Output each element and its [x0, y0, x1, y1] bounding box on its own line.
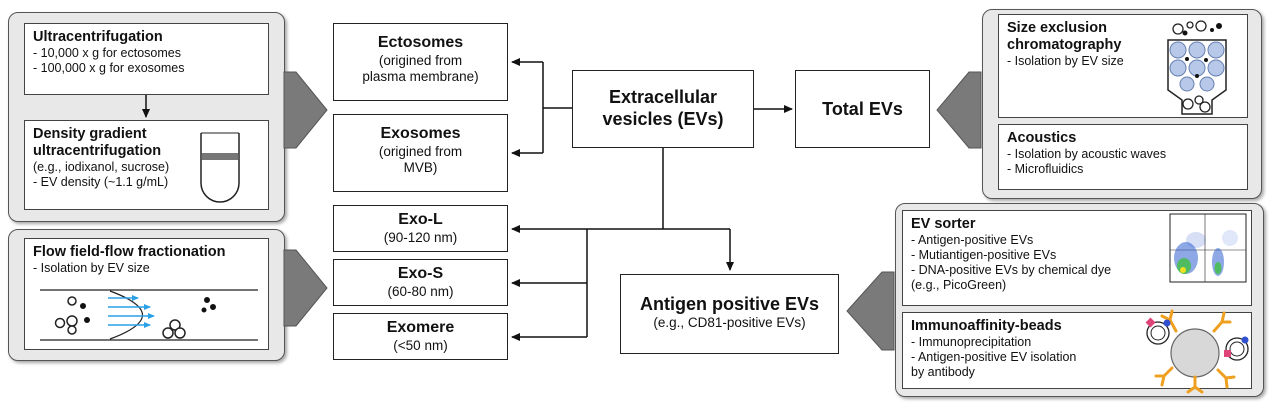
block-arrow-right-bottom	[846, 271, 895, 351]
exo-s-line: (60-80 nm)	[387, 284, 454, 299]
antigen-positive-title: Antigen positive EVs	[639, 294, 820, 314]
box-ectosomes: Ectosomes (origined from plasma membrane…	[333, 23, 508, 101]
flow-field-line: - Isolation by EV size	[33, 261, 150, 275]
box-total-evs: Total EVs	[795, 70, 930, 148]
box-acoustics: Acoustics - Isolation by acoustic waves …	[998, 124, 1248, 190]
box-exo-l: Exo-L (90-120 nm)	[333, 205, 508, 252]
box-exomere: Exomere (<50 nm)	[333, 313, 508, 360]
ev-sorter-line: - Mutiantigen-positive EVs	[911, 248, 1057, 262]
ultracentrifugation-line: - 100,000 x g for exosomes	[33, 61, 185, 75]
tube-icon	[200, 132, 240, 203]
immunoaffinity-line: by antibody	[911, 365, 975, 379]
density-gradient-title: ultracentrifugation	[33, 143, 162, 159]
immunoaffinity-line: - Antigen-positive EV isolation	[911, 350, 1077, 364]
evs-title: vesicles (EVs)	[602, 109, 724, 129]
ectosomes-line: (origined from	[378, 53, 463, 68]
box-antigen-positive-evs: Antigen positive EVs (e.g., CD81-positiv…	[620, 274, 839, 354]
block-arrow-left-top	[283, 71, 328, 149]
connector-evs-ecto-exo	[511, 58, 572, 157]
box-exo-s: Exo-S (60-80 nm)	[333, 259, 508, 306]
density-gradient-line: - EV density (~1.1 g/mL)	[33, 175, 169, 189]
exosomes-line: (origined from	[378, 144, 463, 159]
density-gradient-line: (e.g., iodixanol, sucrose)	[33, 160, 170, 174]
immunoaffinity-title: Immunoaffinity-beads	[911, 318, 1062, 334]
ev-sorter-title: EV sorter	[911, 216, 976, 232]
flow-field-title: Flow field-flow fractionation	[33, 244, 226, 260]
evs-title: Extracellular	[608, 87, 718, 107]
immunoaffinity-line: - Immunoprecipitation	[911, 335, 1032, 349]
exo-l-title: Exo-L	[398, 211, 443, 228]
box-flow-field-fractionation: Flow field-flow fractionation - Isolatio…	[24, 238, 269, 350]
flow-channel-icon	[40, 289, 258, 341]
sec-column-icon	[1167, 20, 1227, 115]
box-ultracentrifugation: Ultracentrifugation - 10,000 x g for ect…	[24, 23, 269, 95]
acoustics-line: - Microfluidics	[1007, 162, 1084, 176]
sec-title: chromatography	[1007, 37, 1122, 53]
box-exosomes: Exosomes (origined from MVB)	[333, 114, 508, 192]
connector-evs-down	[511, 148, 734, 341]
ectosomes-title: Ectosomes	[377, 34, 464, 51]
sec-title: Size exclusion	[1007, 20, 1107, 36]
ev-sorter-line: - Antigen-positive EVs	[911, 233, 1034, 247]
immunoaffinity-bead-icon	[1145, 309, 1249, 394]
box-extracellular-vesicles: Extracellular vesicles (EVs)	[572, 70, 754, 148]
sec-line: - Isolation by EV size	[1007, 54, 1124, 68]
exosomes-title: Exosomes	[380, 125, 461, 142]
total-evs-title: Total EVs	[822, 99, 903, 119]
exo-l-line: (90-120 nm)	[383, 230, 458, 245]
block-arrow-right-top	[936, 71, 982, 149]
ultracentrifugation-line: - 10,000 x g for ectosomes	[33, 46, 181, 60]
antigen-positive-sub: (e.g., CD81-positive EVs)	[653, 315, 806, 330]
ev-sorter-line: (e.g., PicoGreen)	[911, 278, 1007, 292]
exomere-line: (<50 nm)	[393, 338, 448, 353]
flow-cytometry-plot-icon	[1169, 213, 1247, 283]
ectosomes-line: plasma membrane)	[362, 69, 479, 84]
exo-s-title: Exo-S	[397, 265, 444, 282]
density-gradient-title: Density gradient	[33, 126, 147, 142]
ev-sorter-line: - DNA-positive EVs by chemical dye	[911, 263, 1112, 277]
exomere-title: Exomere	[386, 319, 455, 336]
exosomes-line: MVB)	[403, 160, 438, 175]
block-arrow-left-bottom	[283, 249, 328, 327]
acoustics-line: - Isolation by acoustic waves	[1007, 147, 1167, 161]
acoustics-title: Acoustics	[1007, 130, 1077, 146]
ultracentrifugation-title: Ultracentrifugation	[33, 29, 163, 45]
